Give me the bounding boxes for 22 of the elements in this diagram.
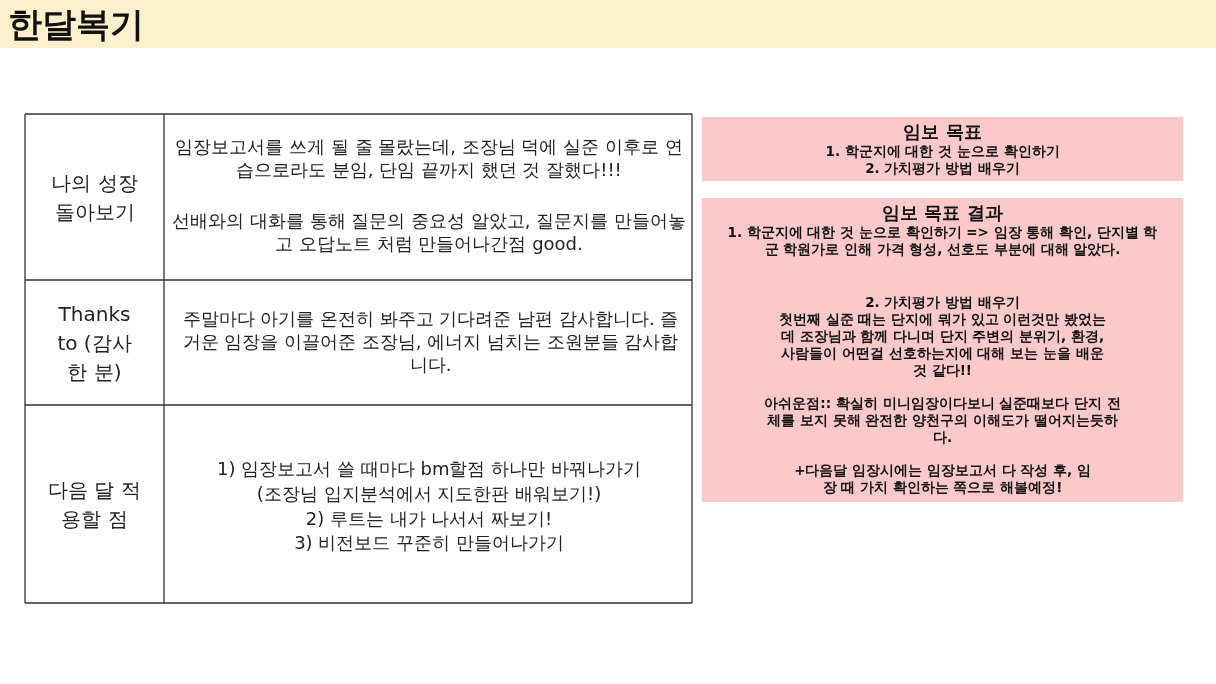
cell-text: 3) 비전보드 꾸준히 만들어나가기 xyxy=(293,531,565,554)
card-text: 2. 가치평가 방법 배우기 xyxy=(864,160,1021,177)
cell-text: 선배와의 대화를 통해 질문의 중요성 알았고, 질문지를 만들어놓고 오답노트 처럼 만들어나간점 good. xyxy=(171,209,687,255)
page-title: 한달복기 xyxy=(0,0,1216,48)
card-text: 첫번째 실준 때는 단지에 뭐가 있고 이런것만 봤었는데 조장님과 함께 다니며 단지 주변의 분위기, 환경, 사람들이 어떤걸 선호하는지에 대해 보는 눈을 배운것 같다!! xyxy=(778,311,1107,379)
note-card xyxy=(702,198,1183,502)
card-text: 2. 가치평가 방법 배우기 xyxy=(864,294,1021,311)
cell-text: 1) 임장보고서 쓸 때마다 bm할점 하나만 바꿔나가기 xyxy=(216,457,642,480)
row-heading: 다음 달 적용할 점 xyxy=(47,476,142,533)
card-heading: 임보 목표 결과 xyxy=(881,202,1004,224)
card-text: +다음달 임장시에는 임장보고서 다 작성 후, 임장 때 가치 확인하는 쪽으로 해볼예정! xyxy=(793,462,1092,496)
row-heading: Thanks to (감사한 분) xyxy=(56,300,133,386)
cell-text: (조장님 입지분석에서 지도한판 배워보기!) xyxy=(255,482,603,505)
cell-text: 주말마다 아기를 온전히 봐주고 기다려준 남편 감사합니다. 즐거운 임장을 이끌어준 조장님, 에너지 넘치는 조원분들 감사합니다. xyxy=(181,307,680,376)
cell-text: 2) 루트는 내가 나서서 짜보기! xyxy=(304,507,554,530)
card-heading: 임보 목표 xyxy=(902,121,983,143)
row-heading: 나의 성장 돌아보기 xyxy=(50,169,139,226)
card-text: 1. 학군지에 대한 것 눈으로 확인하기 => 임장 통해 확인, 단지별 학군 학원가로 인해 가격 형성, 선호도 부분에 대해 알았다. xyxy=(726,224,1159,258)
note-card xyxy=(702,117,1183,181)
card-text: 1. 학군지에 대한 것 눈으로 확인하기 xyxy=(824,143,1061,160)
cell-text: 임장보고서를 쓰게 될 줄 몰랐는데, 조장님 덕에 실준 이후로 연습으로라도 분임, 단임 끝까지 했던 것 잘했다!!! xyxy=(174,135,684,181)
card-text: 아쉬운점:: 확실히 미니임장이다보니 실준때보다 단지 전체를 보지 못해 완전한 양천구의 이해도가 떨어지는듯하다. xyxy=(763,395,1122,446)
